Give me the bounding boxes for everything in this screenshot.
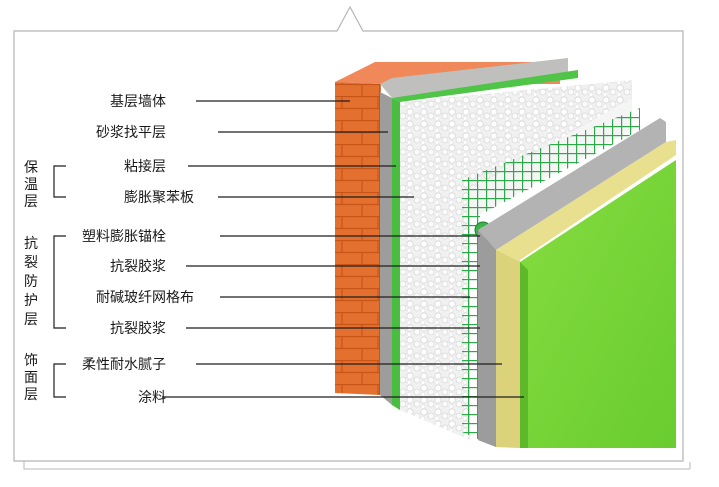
leader-lines — [162, 100, 524, 398]
fiberglass-mesh — [462, 108, 640, 440]
group-brackets — [53, 165, 66, 398]
svg-text:面: 面 — [24, 370, 38, 386]
label-plastic-anchor: 塑料膨胀锚栓 — [82, 228, 166, 245]
svg-text:抗: 抗 — [24, 236, 38, 252]
label-paint: 涂料 — [138, 390, 166, 406]
anti-crack-mortar-layer — [478, 118, 666, 447]
paint-layer — [520, 160, 676, 448]
putty-layer — [496, 140, 676, 448]
label-fiberglass-mesh: 耐碱玻纤网格布 — [96, 290, 194, 306]
label-anti-crack-mortar-2: 抗裂胶浆 — [110, 320, 166, 337]
svg-text:层: 层 — [24, 312, 38, 328]
label-adhesive: 粘接层 — [124, 158, 166, 175]
group-finish: 饰 面 层 — [24, 353, 38, 403]
svg-text:护: 护 — [24, 293, 38, 309]
svg-text:温: 温 — [24, 177, 38, 193]
svg-text:饰: 饰 — [24, 353, 38, 369]
svg-text:保: 保 — [24, 160, 38, 176]
label-flexible-putty: 柔性耐水腻子 — [82, 357, 166, 373]
svg-text:裂: 裂 — [24, 255, 38, 271]
label-eps-board: 膨胀聚苯板 — [124, 189, 194, 206]
group-insulation: 保 温 层 — [24, 160, 38, 210]
svg-text:层: 层 — [24, 387, 38, 403]
svg-text:层: 层 — [24, 194, 38, 210]
brick-front-face — [335, 82, 380, 395]
adhesive-layer — [392, 70, 578, 410]
mortar-layer — [380, 58, 568, 405]
eps-front-face — [400, 102, 470, 440]
label-base-wall: 基层墙体 — [110, 93, 166, 110]
svg-text:防: 防 — [24, 274, 38, 290]
label-anti-crack-mortar-1: 抗裂胶浆 — [110, 258, 166, 275]
label-mortar-levelling: 砂浆找平层 — [96, 125, 166, 141]
group-crack-protection: 抗 裂 防 护 层 — [24, 236, 38, 328]
eps-top-face — [400, 80, 632, 205]
layer-labels: 基层墙体 砂浆找平层 粘接层 膨胀聚苯板 塑料膨胀锚栓 抗裂胶浆 耐碱玻纤网格布… — [82, 93, 194, 406]
